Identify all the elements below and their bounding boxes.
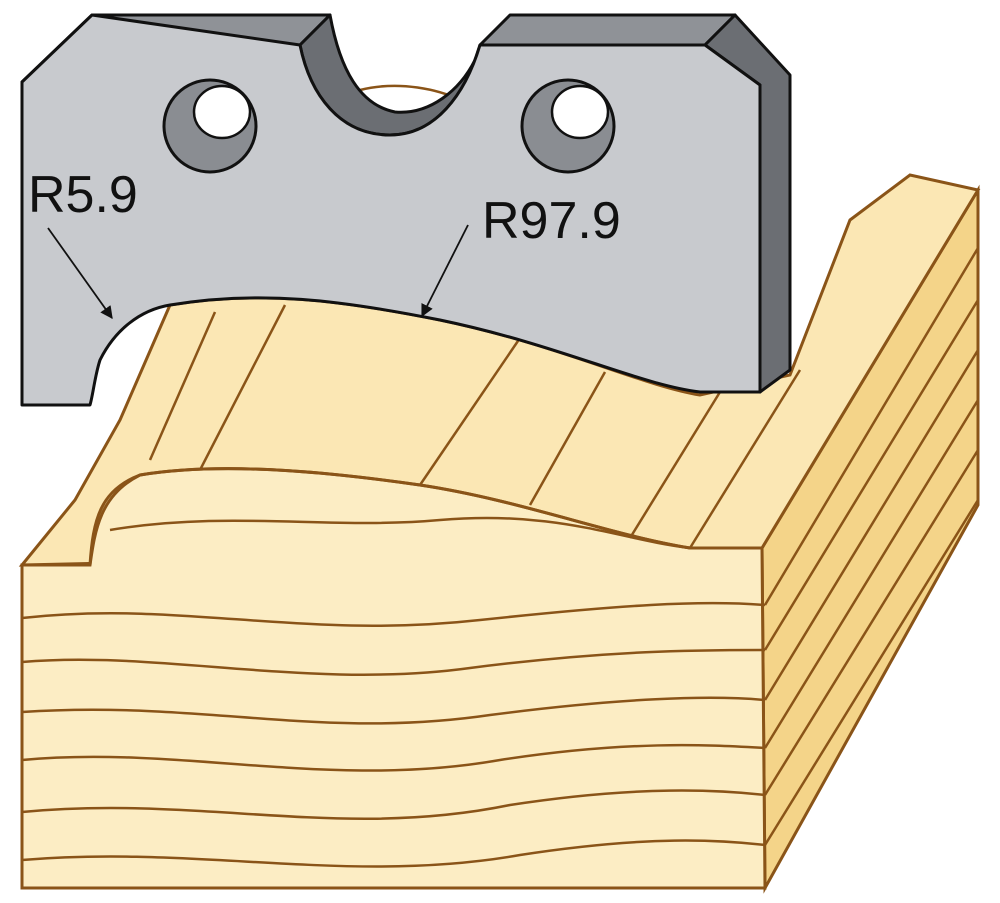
- wood-profile-edge: [88, 467, 691, 566]
- blade-hole-left: [162, 78, 258, 174]
- blade-hole-right: [520, 78, 616, 174]
- dimension-annotations: R5.9 R97.9: [28, 166, 621, 320]
- profile-blade: [20, 13, 792, 407]
- wood-grain-front: [21, 516, 766, 868]
- large-radius-leader: [421, 224, 469, 318]
- wood-block: [18, 84, 981, 894]
- small-radius-label: R5.9: [28, 166, 138, 224]
- small-radius-leader: [47, 227, 113, 320]
- large-radius-label: R97.9: [482, 192, 621, 250]
- wood-grain-side: [763, 247, 980, 846]
